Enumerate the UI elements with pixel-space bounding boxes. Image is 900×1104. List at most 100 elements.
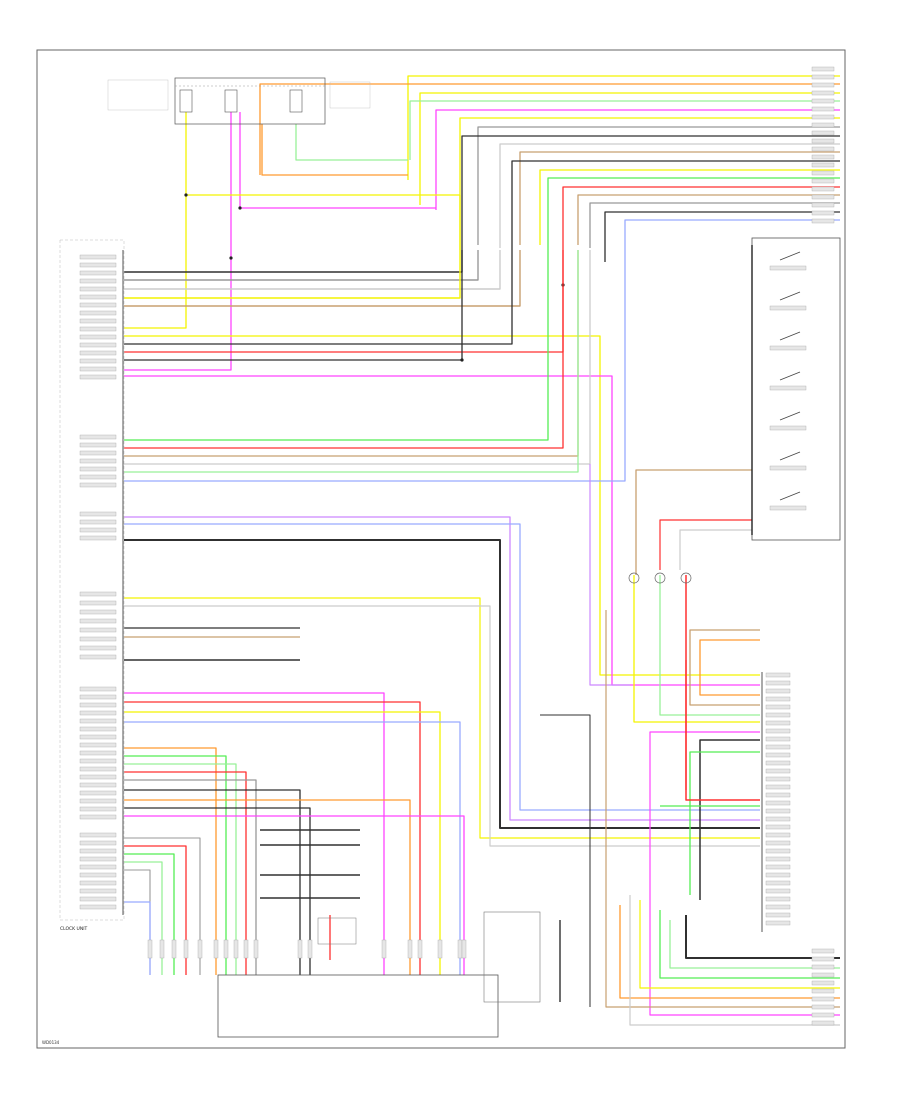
head-unit-pin-label <box>79 350 117 356</box>
clock-unit-wire <box>124 853 175 975</box>
top-harness-end-label <box>811 186 835 192</box>
clock-unit-pin <box>307 939 313 959</box>
clock-unit-pin <box>417 939 423 959</box>
head-unit-wire <box>124 250 463 273</box>
switch-contact <box>779 291 801 301</box>
head-unit-pin-label <box>79 374 117 380</box>
right-exit-wire <box>639 900 840 989</box>
head-unit-pin-label <box>79 618 117 624</box>
head-unit-wire <box>124 516 760 821</box>
head-unit-pin-label <box>79 482 117 488</box>
top-harness-end-label <box>811 154 835 160</box>
head-unit-pin-label <box>79 366 117 372</box>
right-connector-pin-label <box>765 744 791 750</box>
right-connector-wire <box>649 731 840 1016</box>
bottom-module-left <box>147 911 541 1038</box>
right-connector-pin-label <box>765 768 791 774</box>
fuse-output-wire <box>124 112 187 329</box>
bottom-sensor-box <box>483 911 541 1003</box>
switch-contact <box>779 491 801 501</box>
right-exit-end-label <box>811 1020 835 1026</box>
steering-switch-wire <box>679 529 752 570</box>
head-unit-pin-label <box>79 511 117 517</box>
right-exit-wire <box>619 905 840 999</box>
fuse-label-area-right <box>329 81 371 109</box>
head-unit-wire <box>124 523 760 811</box>
clock-unit-wire <box>124 701 421 975</box>
head-unit-wire <box>124 539 760 829</box>
top-harness-wire <box>604 211 840 262</box>
right-connector-pin-label <box>765 848 791 854</box>
clock-unit-wire <box>124 779 257 975</box>
head-unit-pin-label <box>79 466 117 472</box>
fuse-2 <box>224 89 238 113</box>
head-unit-pin-label <box>79 645 117 651</box>
head-unit-pin-label <box>79 342 117 348</box>
head-unit-wire <box>124 605 760 847</box>
head-unit-pin-label <box>79 326 117 332</box>
right-connector-wire <box>659 575 760 716</box>
right-connector-pin-label <box>765 680 791 686</box>
top-harness-wire <box>259 83 840 175</box>
head-unit-pin-label <box>79 832 117 838</box>
clock-unit-wire <box>124 807 311 975</box>
footer-code: WD0134 <box>42 1040 60 1045</box>
top-harness-end-label <box>811 122 835 128</box>
right-connector-wire <box>699 639 760 696</box>
steering-switch-wire <box>659 519 752 570</box>
top-harness-end-label <box>811 106 835 112</box>
ground-cluster <box>628 572 692 584</box>
splice-point <box>229 256 233 260</box>
clock-unit-pin <box>381 939 387 959</box>
head-unit-pin-label <box>79 519 117 525</box>
top-harness-wire <box>419 92 840 205</box>
right-connector-pin-label <box>765 760 791 766</box>
right-connector-wire <box>689 751 760 895</box>
head-unit-wire <box>124 255 564 353</box>
top-harness-wire <box>547 177 840 250</box>
head-unit-pin-label <box>79 758 117 764</box>
head-unit-pin-label <box>79 358 117 364</box>
clock-unit-wire <box>124 692 385 975</box>
head-unit-wire <box>124 250 501 290</box>
right-connector-pin-label <box>765 856 791 862</box>
top-harness-wire <box>409 100 840 160</box>
right-connector-pin-label <box>765 912 791 918</box>
right-connector-pin-label <box>765 776 791 782</box>
top-harness-end-label <box>811 114 835 120</box>
ground-symbol-2 <box>654 572 666 584</box>
clock-unit-wire <box>124 799 411 975</box>
top-harness-end-label <box>811 82 835 88</box>
fuse-box-outline <box>174 77 326 125</box>
right-connector-wire <box>685 575 760 801</box>
right-exit-end-label <box>811 956 835 962</box>
top-harness-end-label <box>811 138 835 144</box>
switch-label <box>769 425 807 431</box>
clock-unit-wire <box>124 755 227 975</box>
head-unit-pin-label <box>79 254 117 260</box>
clock-unit-pin <box>243 939 249 959</box>
right-connector-pin-label <box>765 872 791 878</box>
clock-unit-label: CLOCK UNIT <box>60 926 88 932</box>
right-connector-wire <box>699 739 760 900</box>
clock-unit-wire <box>124 869 151 975</box>
clock-unit-wire <box>124 789 301 975</box>
right-connector-pin-label <box>765 792 791 798</box>
head-unit-pin-label <box>79 527 117 533</box>
head-unit-pin-label <box>79 814 117 820</box>
bottom-module-pins <box>147 939 467 959</box>
head-unit-pin-label <box>79 702 117 708</box>
fuse-box-top <box>107 77 371 125</box>
right-exit-end-label <box>811 972 835 978</box>
head-unit-pin-label <box>79 750 117 756</box>
top-harness-wire <box>477 126 840 245</box>
head-unit-wire <box>124 250 479 281</box>
head-unit-pin-label <box>79 318 117 324</box>
head-unit-pin-label <box>79 636 117 642</box>
top-harness-wire <box>539 169 840 245</box>
right-connector-block <box>761 66 835 1026</box>
top-harness-wire <box>577 194 840 245</box>
switch-label <box>769 305 807 311</box>
fuse-output-wire <box>261 124 408 176</box>
